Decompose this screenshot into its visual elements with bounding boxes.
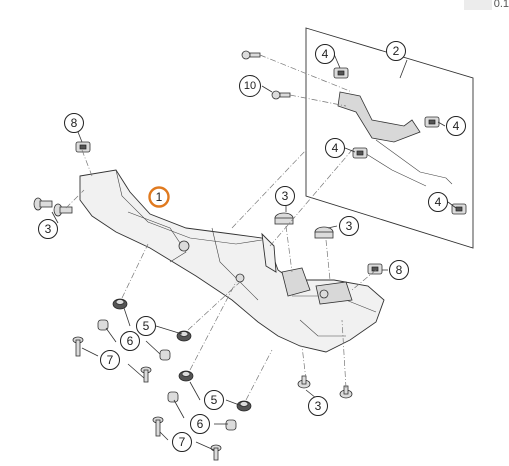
rubber-buffer-lower-2 [236, 400, 252, 412]
rubber-buffer-upper-1 [112, 298, 128, 310]
svg-text:7: 7 [107, 353, 114, 367]
clip-nut-left [75, 141, 91, 153]
callout-7-lower: 7 [172, 432, 192, 452]
svg-text:8: 8 [71, 116, 78, 130]
callout-10: 10 [239, 75, 261, 97]
callout-5-upper: 5 [136, 316, 156, 336]
bracket-plate [305, 27, 474, 249]
grommet-top-1 [274, 212, 294, 225]
rubber-buffer-lower-1 [178, 370, 194, 382]
clip-nut-top [333, 67, 349, 79]
callout-3-bottom: 3 [308, 396, 328, 416]
callout-2: 2 [386, 41, 406, 61]
clip-nut-middle [352, 147, 368, 159]
screw-lower [271, 90, 291, 100]
clip-nut-center-right [367, 263, 383, 275]
bolt-upper-2 [140, 366, 152, 383]
svg-text:2: 2 [393, 44, 400, 58]
callout-7-upper: 7 [100, 350, 120, 370]
callout-1: 1 [148, 186, 170, 208]
bolt-lower-1 [152, 416, 164, 437]
corner-tag: 0.1 [457, 0, 509, 10]
corner-swatch [463, 0, 492, 10]
callout-3-left: 3 [38, 219, 58, 239]
callout-8-right: 8 [389, 260, 409, 280]
svg-text:6: 6 [197, 417, 204, 431]
svg-text:7: 7 [179, 435, 186, 449]
rubber-buffer-upper-2 [176, 330, 192, 342]
spacer-lower-2 [225, 419, 237, 431]
screw-upper [241, 50, 261, 60]
svg-text:3: 3 [315, 399, 322, 413]
grommet-bottom-2 [339, 385, 353, 399]
callout-6-upper: 6 [120, 331, 140, 351]
svg-text:10: 10 [244, 80, 256, 92]
svg-text:4: 4 [322, 47, 329, 61]
svg-text:5: 5 [143, 319, 150, 333]
callout-4-bottom: 4 [428, 192, 448, 212]
svg-text:6: 6 [127, 334, 134, 348]
callout-6-lower: 6 [190, 414, 210, 434]
bolt-upper-1 [72, 336, 84, 357]
clip-nut-bottom [451, 203, 467, 215]
grommet-left-2 [53, 203, 73, 217]
bolt-lower-2 [210, 444, 222, 461]
corner-text: 0.1 [493, 0, 509, 10]
callout-4-right: 4 [446, 116, 466, 136]
svg-text:5: 5 [211, 393, 218, 407]
spacer-lower-1 [167, 391, 179, 403]
callout-8-left: 8 [64, 113, 84, 133]
clip-nut-right [424, 116, 440, 128]
grommet-bottom-1 [297, 375, 311, 389]
callout-4-middle: 4 [325, 138, 345, 158]
spacer-upper-2 [159, 349, 171, 361]
grommet-left-1 [33, 197, 53, 211]
main-fairing [79, 169, 385, 353]
svg-text:3: 3 [282, 189, 289, 203]
callout-5-lower: 5 [204, 390, 224, 410]
svg-text:4: 4 [332, 141, 339, 155]
grommet-top-2 [314, 226, 334, 239]
callout-leaders [51, 53, 457, 451]
callout-3-right: 3 [339, 216, 359, 236]
svg-text:3: 3 [346, 219, 353, 233]
spacer-upper-1 [97, 319, 109, 331]
svg-text:4: 4 [435, 195, 442, 209]
svg-text:4: 4 [453, 119, 460, 133]
svg-text:3: 3 [45, 222, 52, 236]
svg-text:8: 8 [396, 263, 403, 277]
callout-4-top: 4 [315, 44, 335, 64]
svg-text:1: 1 [156, 190, 163, 204]
callout-3-top: 3 [275, 186, 295, 206]
